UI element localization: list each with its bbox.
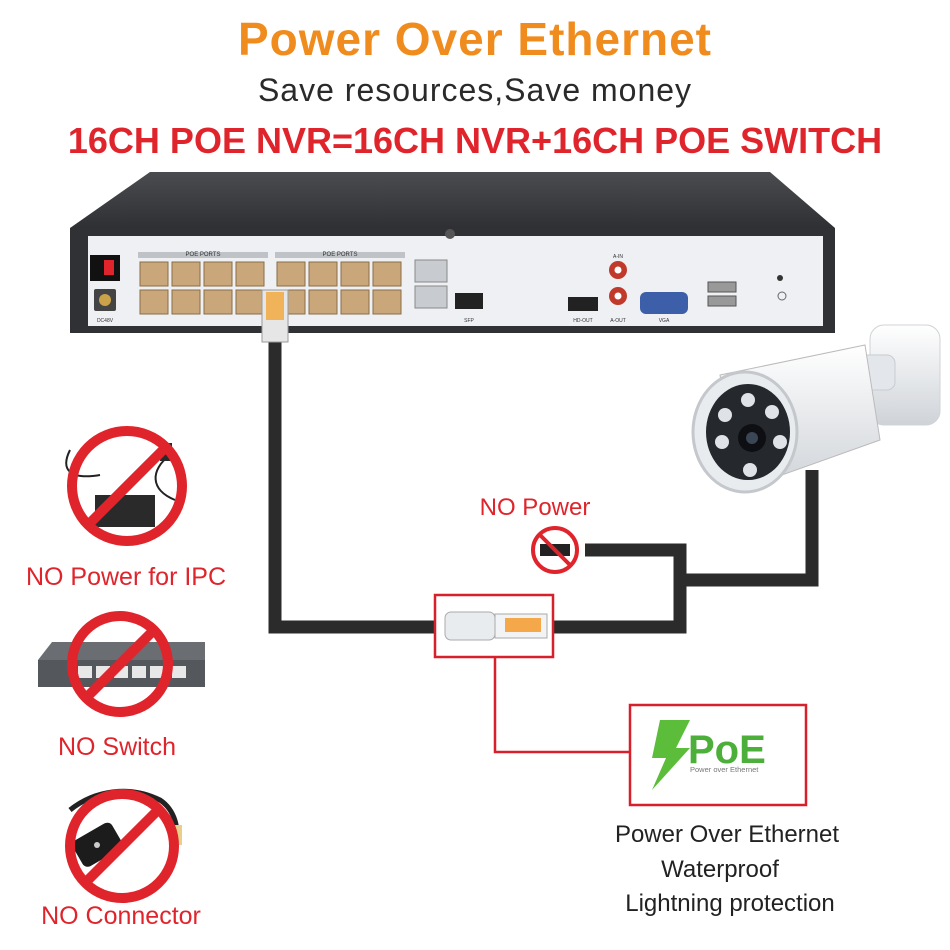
poe-ports-label-left: POE PORTS: [186, 252, 221, 258]
port-label-ain: A-IN: [613, 254, 623, 260]
connector-line: [493, 657, 630, 754]
page-subtitle: Save resources,Save money: [257, 72, 693, 108]
dc-power-jack: [94, 289, 116, 311]
poe-port-grid: [139, 261, 402, 315]
power-adapter-icon: [65, 426, 187, 546]
port-label-aout: A-OUT: [610, 318, 626, 324]
poe-badge-text: PoE: [688, 728, 766, 772]
poe-port: [372, 289, 402, 315]
poe-port: [235, 289, 265, 315]
audio-ports: [609, 261, 627, 305]
vga-port: [640, 292, 688, 314]
poe-port: [203, 289, 233, 315]
power-switch: [90, 255, 120, 281]
poe-port: [139, 289, 169, 315]
poe-port: [372, 261, 402, 287]
hdmi-port: [568, 297, 598, 311]
no-switch-label: NO Switch: [57, 733, 177, 761]
sfp-port: [455, 293, 483, 309]
no-power-label: NO Power: [480, 494, 591, 521]
port-label-hdout: HD-OUT: [573, 318, 592, 324]
no-power-icon: [531, 526, 579, 574]
port-label-dc: DC48V: [97, 318, 114, 324]
port-label-vga: VGA: [659, 318, 670, 324]
ethernet-cable: [268, 340, 819, 634]
page-title: Power Over Ethernet: [237, 13, 713, 65]
poe-ports-label-right: POE PORTS: [323, 252, 358, 258]
nvr-device: [70, 172, 835, 333]
network-switch-icon: [38, 611, 205, 717]
poe-port: [203, 261, 233, 287]
feature-lightning-protection: Lightning protection: [625, 890, 835, 917]
lightning-bolt-icon: [652, 720, 690, 790]
rj45-plug-nvr: [261, 289, 289, 343]
cable-coupler: [433, 593, 555, 659]
usb-ports: [707, 281, 737, 307]
no-connector-label: NO Connector: [41, 902, 201, 930]
poe-logo-badge: PoE Power over Ethernet: [628, 703, 808, 807]
bullet-camera-icon: [691, 324, 941, 494]
poe-port: [171, 261, 201, 287]
poe-port: [235, 261, 265, 287]
poe-injector-icon: [65, 788, 182, 903]
no-power-for-ipc-label: NO Power for IPC: [25, 563, 227, 591]
lan-ports: [414, 259, 448, 309]
feature-poe: Power Over Ethernet: [614, 821, 840, 848]
poe-port: [139, 261, 169, 287]
poe-port: [340, 261, 370, 287]
poe-badge-tagline: Power over Ethernet: [690, 765, 759, 774]
feature-waterproof: Waterproof: [661, 856, 779, 883]
poe-port: [308, 261, 338, 287]
poe-port: [171, 289, 201, 315]
port-label-sfp: SFP: [464, 318, 474, 324]
poe-port: [308, 289, 338, 315]
poe-port: [340, 289, 370, 315]
poe-port: [276, 261, 306, 287]
headline-equation: 16CH POE NVR=16CH NVR+16CH POE SWITCH: [67, 120, 883, 161]
